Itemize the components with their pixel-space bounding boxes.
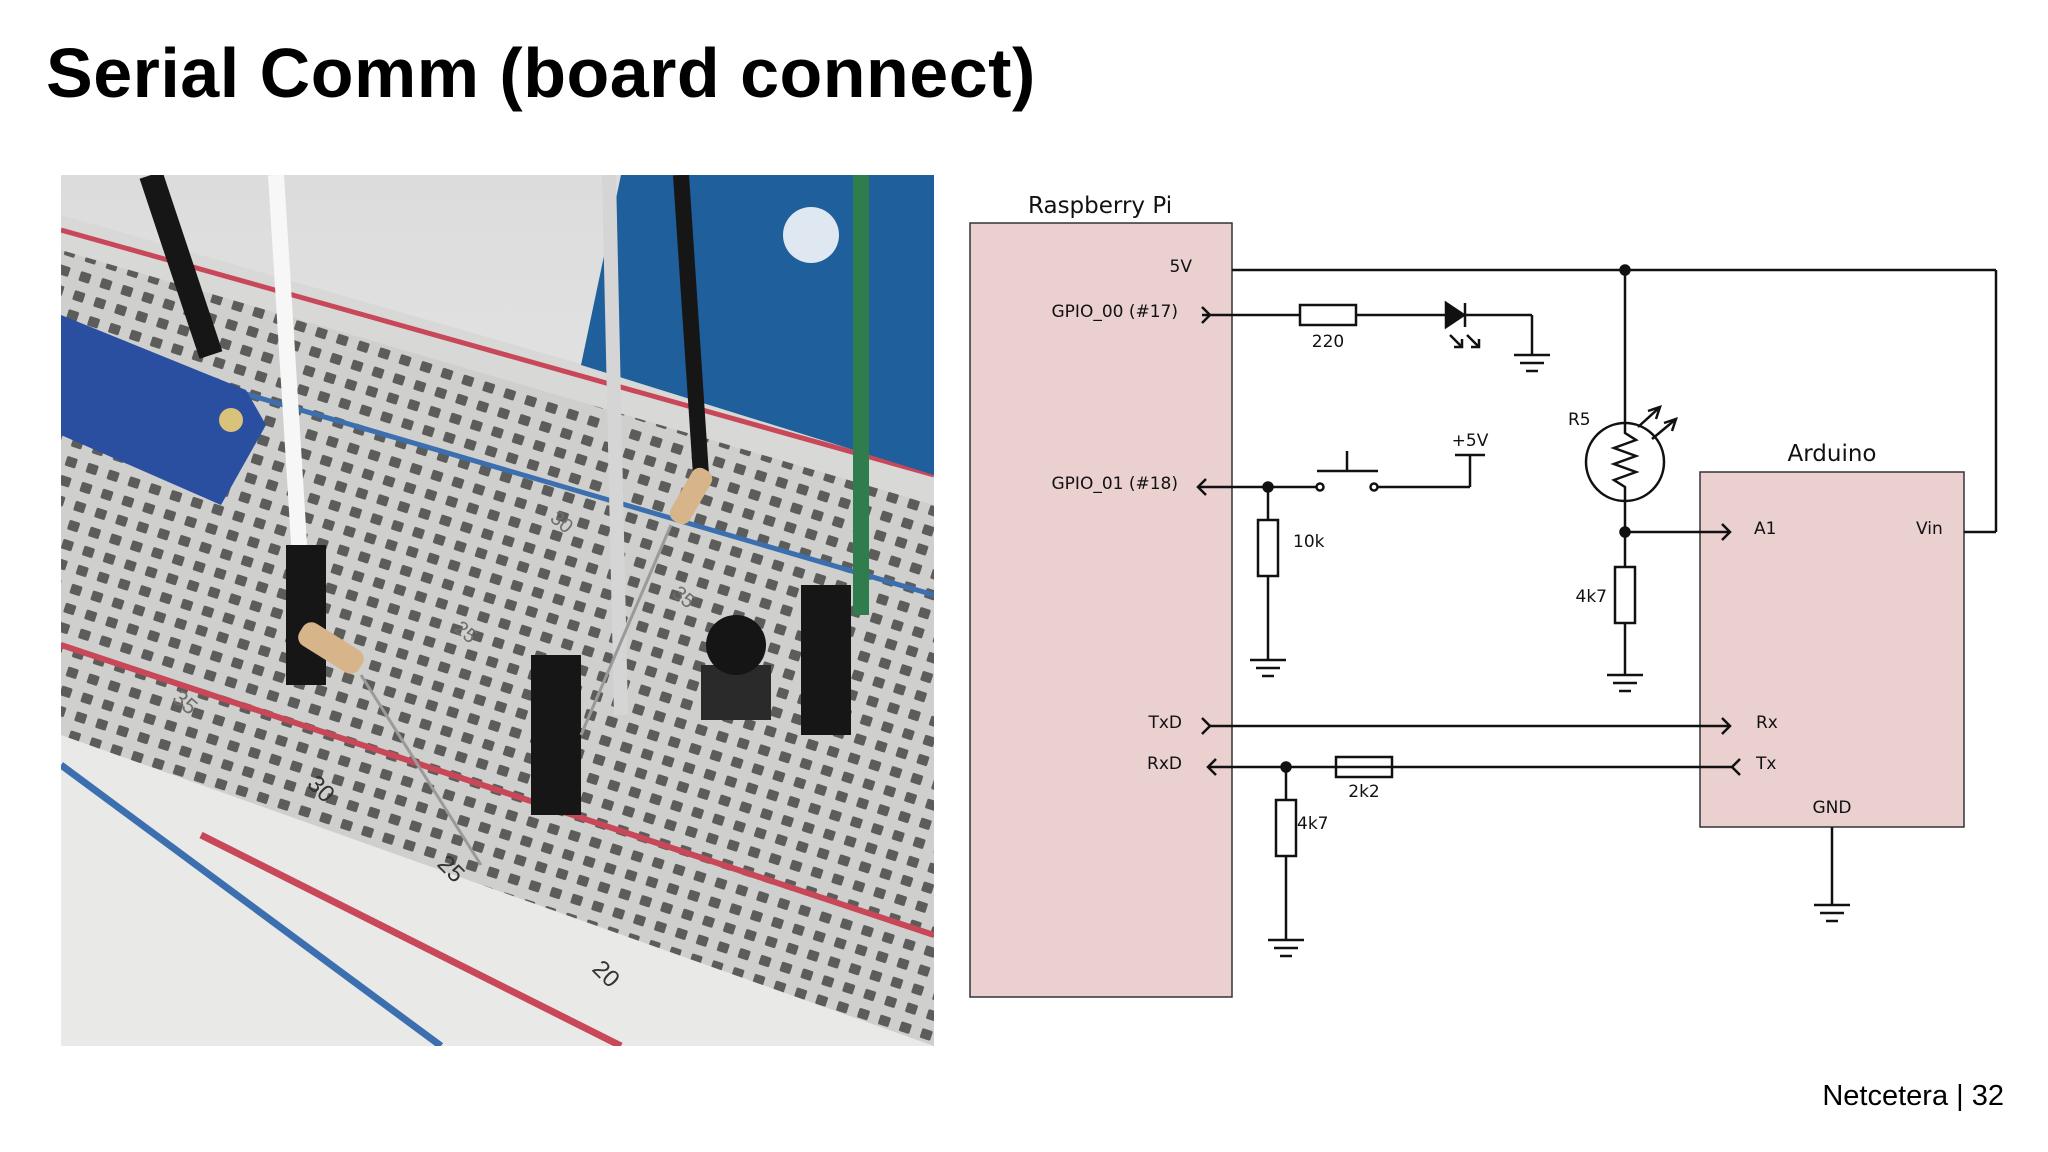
pin-5v-label: 5V: [1170, 257, 1193, 277]
supply-5v-label: +5V: [1452, 431, 1489, 451]
resistor-4k7: [1613, 565, 1637, 625]
slide-footer: Netcetera | 32: [1822, 1080, 2004, 1112]
resistor-2k2-label: 2k2: [1348, 782, 1379, 802]
resistor-220: [1298, 303, 1358, 327]
pin-tx-label: Tx: [1755, 754, 1776, 774]
resistor-4k7-divider-label: 4k7: [1297, 814, 1328, 834]
pin-rx-label: Rx: [1756, 713, 1778, 733]
raspberry-pi-box: [969, 222, 1233, 998]
breadboard-photo: 35 30 25 20 30 35 25: [61, 175, 934, 1046]
pin-a1-label: A1: [1754, 519, 1776, 539]
resistor-220-label: 220: [1312, 332, 1344, 352]
pin-vin-label: Vin: [1916, 519, 1943, 539]
arduino-box: [1699, 471, 1965, 828]
pin-rxd-label: RxD: [1147, 754, 1182, 774]
pin-gnd-label: GND: [1813, 798, 1852, 818]
ldr-label: R5: [1568, 410, 1591, 430]
resistor-4k7-label: 4k7: [1576, 587, 1607, 607]
resistor-4k7-divider: [1274, 798, 1298, 858]
slide-title: Serial Comm (board connect): [46, 34, 1036, 112]
circuit-schematic: Raspberry Pi 5V GPIO_00 (#17) GPIO_01 (#…: [960, 175, 2020, 1035]
pin-txd-label: TxD: [1147, 713, 1182, 733]
resistor-10k-label: 10k: [1293, 532, 1325, 552]
pin-gpio00-label: GPIO_00 (#17): [1052, 302, 1179, 322]
arduino-label: Arduino: [1787, 441, 1876, 467]
raspberry-pi-label: Raspberry Pi: [1028, 193, 1172, 219]
pin-gpio01-label: GPIO_01 (#18): [1052, 474, 1179, 494]
led-symbol: [1444, 300, 1467, 330]
resistor-2k2: [1334, 755, 1394, 779]
resistor-10k: [1256, 518, 1280, 578]
breadboard-illustration: 35 30 25 20 30 35 25: [61, 175, 934, 1046]
